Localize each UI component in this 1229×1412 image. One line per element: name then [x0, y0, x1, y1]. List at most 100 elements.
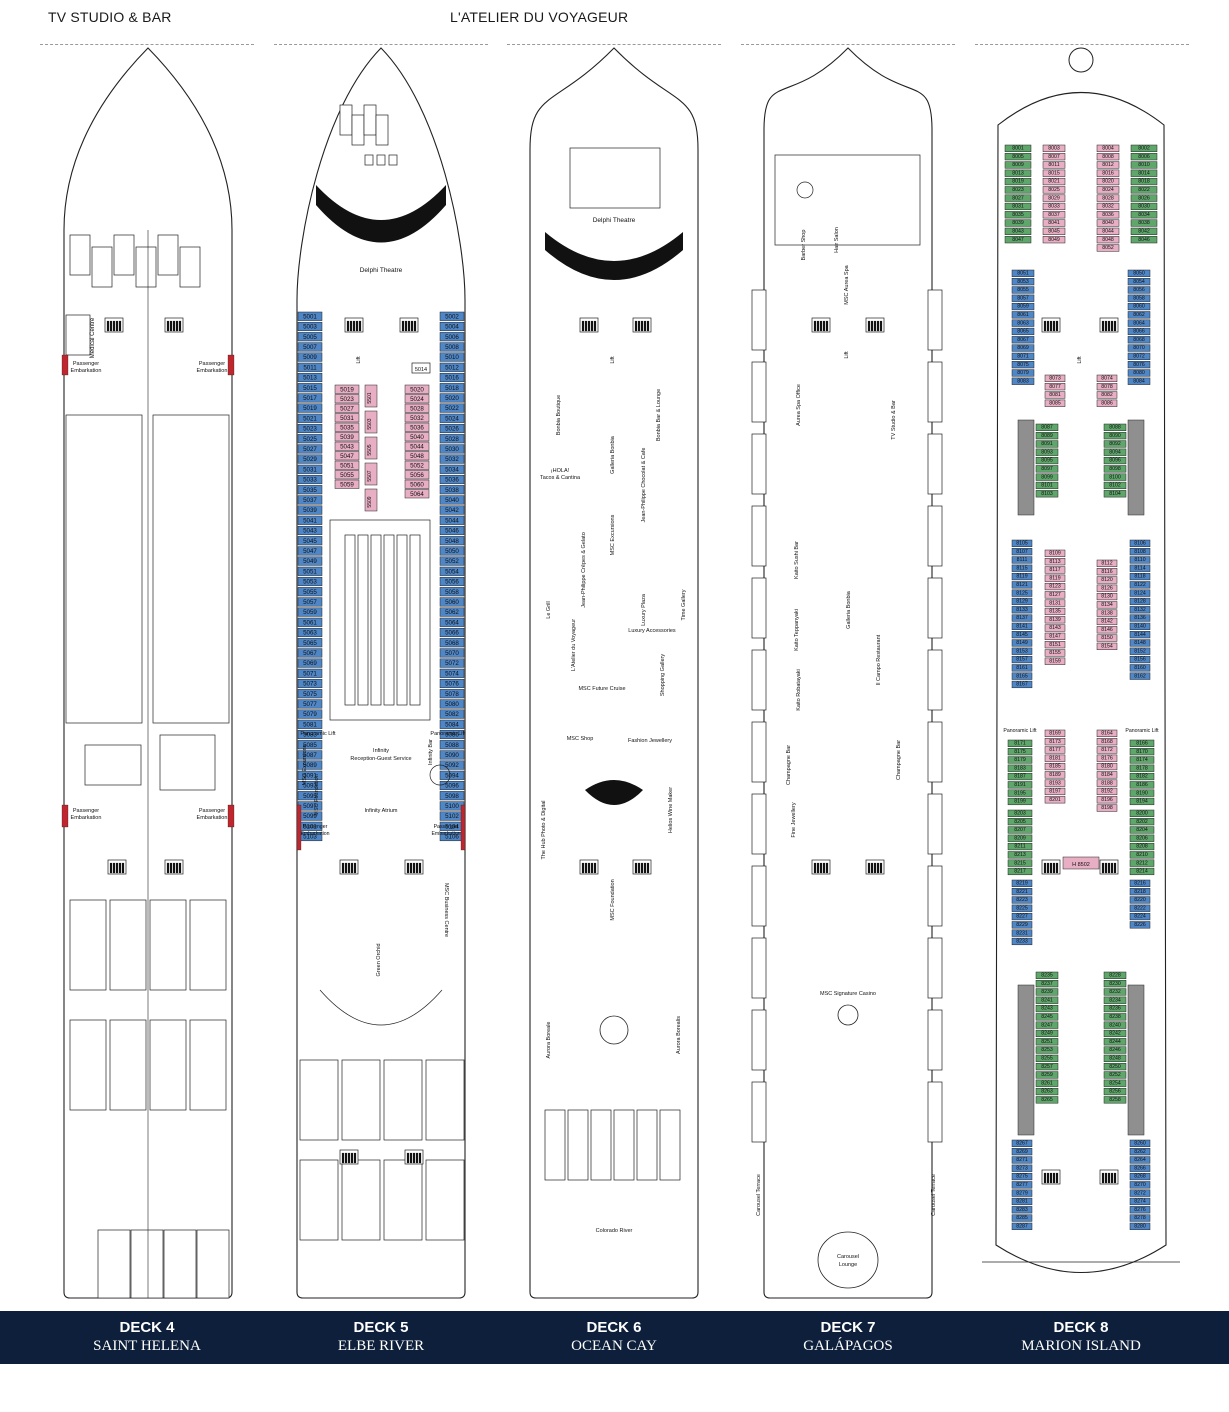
deck-6-hull [529, 47, 699, 1299]
deck-7-hull [763, 47, 933, 1299]
room-label: Colorado River [596, 1228, 633, 1234]
cabin-number: 5092 [445, 762, 459, 769]
cabin [439, 719, 465, 729]
cabin [1007, 834, 1033, 842]
deck-5-plan[interactable]: Delphi Theatre50015003500550075009501150… [296, 47, 466, 1299]
cabin-number: 8209 [1014, 835, 1026, 841]
cabin-number: 8267 [1016, 1141, 1028, 1147]
cabin [404, 413, 430, 423]
cabin-number: 5057 [303, 599, 317, 606]
cabin [1103, 1079, 1127, 1087]
cabin-number: 8043 [1012, 229, 1024, 235]
cabin [1096, 244, 1120, 252]
cabin-number: 5035 [303, 487, 317, 494]
cabin-number: 5060 [410, 481, 424, 488]
cabin-number: 8157 [1016, 657, 1028, 663]
service-area [1017, 419, 1035, 516]
cabin [1129, 834, 1155, 842]
cabin-number: 8059 [1017, 304, 1029, 310]
cabin-number: 8057 [1017, 295, 1029, 301]
cabin [1035, 1063, 1059, 1071]
deck-5-title[interactable]: DECK 5 ELBE RIVER [264, 1319, 498, 1355]
cabin [1007, 826, 1033, 834]
balcony-row [927, 361, 943, 423]
room-label: Delphi Theatre [593, 217, 636, 224]
cabin-number: 8031 [1012, 204, 1024, 210]
stair-step [822, 320, 826, 332]
cabin-number: 8235 [1041, 973, 1053, 979]
embarkation-door [296, 804, 302, 851]
cabin [1129, 748, 1155, 756]
cabin-number: 8179 [1014, 757, 1026, 763]
cabin [1007, 867, 1033, 876]
deck-4-title[interactable]: DECK 4 SAINT HELENA [30, 1319, 264, 1355]
cabin-number: 5024 [445, 415, 459, 422]
cabin-number: 8216 [1134, 881, 1146, 887]
deck-8-plan[interactable]: 8001800580098013801980238027803180358039… [982, 47, 1180, 1274]
room-label: ¡HOLA! [551, 468, 570, 474]
stair-step [1055, 1172, 1059, 1184]
cabin [1011, 1156, 1033, 1164]
cabin-number: 8223 [1016, 897, 1028, 903]
deck-8-title[interactable]: DECK 8 MARION ISLAND [964, 1319, 1198, 1355]
cabin [1127, 286, 1151, 294]
room-label: Helios Wine Maker [668, 787, 674, 833]
deck-plans: Medical CentrePassengerEmbarkationPassen… [61, 47, 1180, 1299]
room [351, 114, 365, 146]
room-label: MSC Signature Casino [820, 991, 876, 997]
cabin [439, 454, 465, 464]
cabin [1129, 548, 1151, 556]
embarkation-door [460, 804, 466, 851]
cabin-number: 8188 [1101, 780, 1113, 786]
cabin-number: 5073 [303, 681, 317, 688]
cabin-number: 5081 [303, 721, 317, 728]
stair-step [172, 862, 176, 874]
cabin-number: 8021 [1048, 179, 1060, 185]
cabin-number: 5083 [303, 732, 317, 739]
cabin-number: 8091 [1041, 441, 1053, 447]
room [341, 1159, 381, 1241]
stair-step [415, 1152, 419, 1164]
cabin-number: 5003 [303, 324, 317, 331]
cabin [1096, 219, 1120, 227]
cabin-number: 8210 [1136, 852, 1148, 858]
cabin [1129, 564, 1151, 572]
cabin-number: 8084 [1133, 378, 1145, 384]
cabin [1044, 399, 1066, 407]
cabin-number: 8118 [1134, 574, 1145, 580]
balcony-row [751, 577, 767, 639]
room-label: Medical Centre [90, 317, 96, 358]
deck-4-plan[interactable]: Medical CentrePassengerEmbarkationPassen… [61, 47, 235, 1299]
stair-step [112, 862, 116, 874]
cabin [1096, 634, 1118, 642]
cabin [1044, 582, 1066, 591]
deck-name: SAINT HELENA [93, 1338, 201, 1354]
cabin-number: 5056 [410, 472, 424, 479]
cabin [297, 403, 323, 413]
cabin-number: 8177 [1049, 747, 1061, 753]
cabin [404, 479, 430, 489]
stair-step [1107, 862, 1111, 874]
cabin [1129, 818, 1155, 826]
cabin-number: 5011 [303, 364, 317, 371]
deck-name: ELBE RIVER [337, 1338, 425, 1354]
room [357, 534, 369, 706]
stair-step [347, 1152, 351, 1164]
deck-6-title[interactable]: DECK 6 OCEAN CAY [497, 1319, 731, 1355]
cabin-number: 8139 [1049, 617, 1061, 623]
cabin [1044, 599, 1066, 607]
cabin-number: 8196 [1101, 797, 1113, 803]
cabin-number: 5032 [445, 456, 459, 463]
cabin [439, 536, 465, 546]
cabin-number: 5086 [445, 732, 459, 739]
room-label: Green Orchid [376, 943, 382, 976]
stair-step [876, 862, 880, 874]
cabin [1011, 597, 1033, 606]
cabin-number: 8018 [1138, 179, 1150, 185]
cabin-number: 8010 [1138, 162, 1150, 168]
room-label: Infinity [373, 748, 389, 754]
deck-7-title[interactable]: DECK 7 GALÁPAGOS [731, 1319, 965, 1355]
cabin-number: 8027 [1012, 195, 1024, 201]
